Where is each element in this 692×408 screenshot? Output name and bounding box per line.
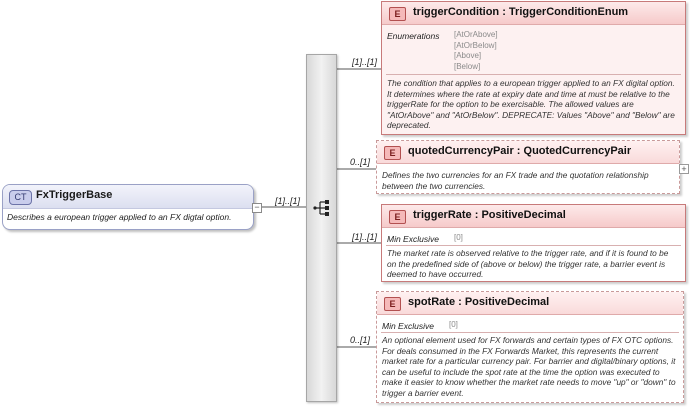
element-name: quotedCurrencyPair : QuotedCurrencyPair: [408, 145, 632, 157]
facet-label: Min Exclusive: [387, 234, 439, 244]
element-header: E spotRate : PositiveDecimal: [377, 292, 683, 315]
plus-icon[interactable]: +: [679, 164, 689, 174]
cardinality-spot-rate: 0..[1]: [350, 335, 371, 345]
element-documentation: Defines the two currencies for an FX tra…: [382, 170, 649, 191]
complex-type-name: FxTriggerBase: [36, 189, 113, 201]
element-documentation: An optional element used for FX forwards…: [382, 335, 676, 398]
minus-icon[interactable]: −: [252, 203, 262, 213]
complex-type-box[interactable]: CT FxTriggerBase Describes a european tr…: [2, 184, 254, 230]
element-badge: E: [384, 146, 401, 160]
facet-value: [0]: [449, 320, 458, 329]
enumeration-value: [AtOrAbove]: [454, 30, 498, 39]
facet-values: [0]: [449, 320, 458, 331]
enumeration-value: [Below]: [454, 61, 481, 71]
element-header: E quotedCurrencyPair : QuotedCurrencyPai…: [377, 141, 679, 164]
enumeration-value: [Above]: [454, 51, 482, 60]
facet-label: Min Exclusive: [382, 321, 434, 331]
separator: [386, 245, 681, 246]
complex-type-documentation: Describes a european trigger applied to …: [7, 212, 232, 222]
enumeration-values: [AtOrAbove] [AtOrBelow] [Above] [Below]: [454, 30, 498, 72]
element-documentation: The market rate is observed relative to …: [387, 248, 669, 279]
facet-values: [0]: [454, 233, 463, 244]
separator: [381, 332, 679, 333]
complex-type-badge: CT: [9, 190, 32, 205]
sequence-compositor-icon: [313, 200, 329, 216]
type-cardinality: [1]..[1]: [275, 196, 301, 206]
complex-type-header: CT FxTriggerBase: [3, 185, 253, 209]
element-quoted-currency-pair[interactable]: E quotedCurrencyPair : QuotedCurrencyPai…: [376, 140, 680, 194]
element-trigger-rate[interactable]: E triggerRate : PositiveDecimal Min Excl…: [381, 204, 686, 282]
cardinality-quoted-currency-pair: 0..[1]: [350, 157, 371, 167]
element-header: E triggerCondition : TriggerConditionEnu…: [382, 2, 685, 25]
element-spot-rate[interactable]: E spotRate : PositiveDecimal Min Exclusi…: [376, 291, 684, 403]
element-header: E triggerRate : PositiveDecimal: [382, 205, 685, 228]
element-badge: E: [389, 7, 406, 21]
enumeration-value: [AtOrBelow]: [454, 40, 497, 50]
element-badge: E: [389, 210, 406, 224]
element-badge: E: [384, 297, 401, 311]
separator: [386, 74, 681, 75]
element-trigger-condition[interactable]: E triggerCondition : TriggerConditionEnu…: [381, 1, 686, 135]
facet-label: Enumerations: [387, 31, 440, 41]
element-documentation: The condition that applies to a european…: [387, 78, 675, 130]
element-name: spotRate : PositiveDecimal: [408, 296, 550, 308]
cardinality-trigger-rate: [1]..[1]: [352, 232, 378, 242]
element-name: triggerCondition : TriggerConditionEnum: [413, 6, 629, 18]
sequence-compositor[interactable]: [306, 54, 337, 402]
facet-value: [0]: [454, 233, 463, 242]
element-name: triggerRate : PositiveDecimal: [413, 209, 566, 221]
cardinality-trigger-condition: [1]..[1]: [352, 57, 378, 67]
